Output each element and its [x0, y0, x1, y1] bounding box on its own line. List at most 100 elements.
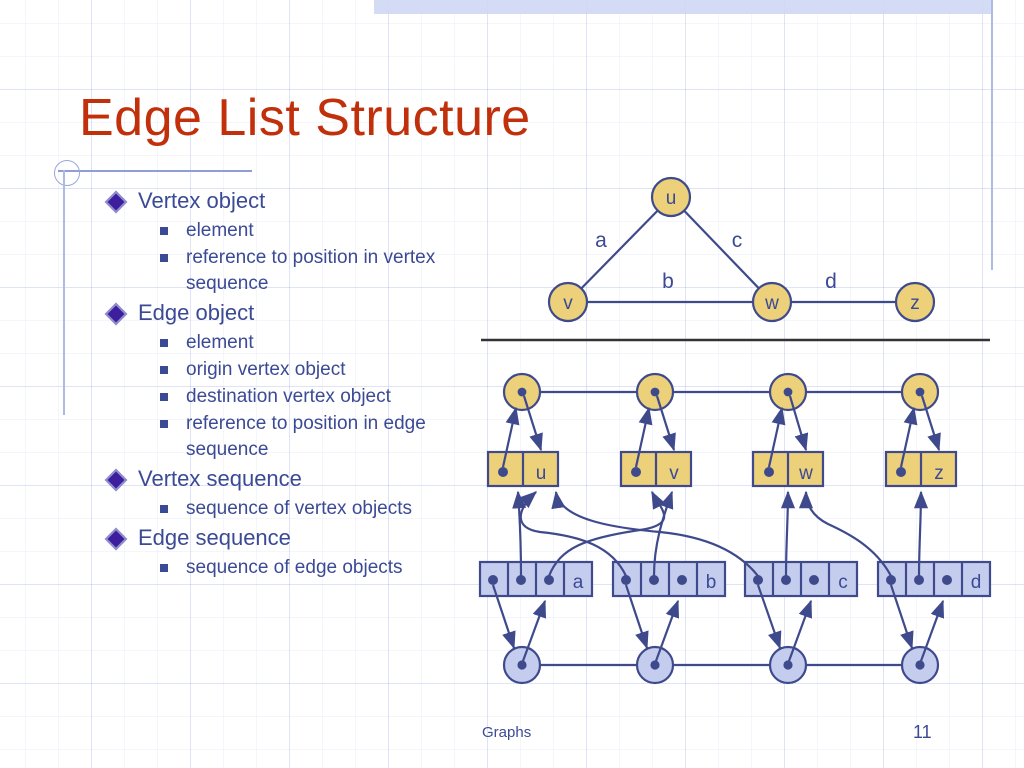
- bullet-level1: Vertex object: [100, 186, 500, 216]
- bullet-label: reference to position in edge sequence: [186, 413, 426, 460]
- bullet-label: Vertex object: [138, 188, 266, 213]
- edge-object-c-dot-2: [781, 575, 791, 585]
- bullet-label: element: [186, 220, 254, 241]
- vertex-seq-node-v: [635, 372, 675, 412]
- bullet-level2: sequence of vertex objects: [100, 496, 500, 522]
- edge-object-d: d: [876, 560, 992, 598]
- square-bullet-icon: [160, 254, 168, 262]
- square-bullet-icon: [160, 505, 168, 513]
- edge-object-c-dot-1: [753, 575, 763, 585]
- edge-seq-node-a: [502, 645, 542, 685]
- bullet-label: element: [186, 332, 254, 353]
- edge-object-c-label: c: [838, 572, 848, 593]
- graph-vertex-z: [894, 281, 936, 323]
- edge-object-d-dot-3: [942, 575, 952, 585]
- graph-edge-label-a: a: [595, 229, 607, 252]
- square-bullet-icon: [160, 339, 168, 347]
- bullet-level1: Edge object: [100, 298, 500, 328]
- top-decor-band: [374, 0, 992, 14]
- vertex-object-w-pointer-dot: [764, 467, 774, 477]
- square-bullet-icon: [160, 393, 168, 401]
- graph-edges: [567, 196, 915, 304]
- edge-object-b: b: [611, 560, 727, 598]
- bullet-level2: destination vertex object: [100, 384, 500, 410]
- graph-vertex-label-z: z: [910, 293, 920, 314]
- edge-object-b-label: b: [706, 572, 717, 593]
- edge-seq-node-d: [900, 645, 940, 685]
- square-bullet-icon: [160, 420, 168, 428]
- graph-edge-labels: a b c d: [595, 229, 837, 293]
- title-circle-decor: [54, 160, 80, 186]
- graph-vertex-u: [650, 176, 692, 218]
- vertex-seq-node-z: [900, 372, 940, 412]
- edge-object-b-dot-1: [621, 575, 631, 585]
- graph-edge-a: [567, 196, 672, 303]
- graph-edge-label-c: c: [732, 229, 743, 252]
- square-bullet-icon: [160, 564, 168, 572]
- graph-vertex-v: [547, 281, 589, 323]
- vertex-object-z-label: z: [934, 463, 944, 484]
- graph-edge-label-d: d: [825, 270, 837, 293]
- left-vertical-rule: [63, 170, 65, 415]
- bullet-label: Edge object: [138, 300, 255, 325]
- edge-object-a: a: [478, 560, 594, 598]
- edge-object-a-dot-2: [516, 575, 526, 585]
- vertex-object-v-label: v: [669, 463, 679, 484]
- edge-objects: a b c: [478, 560, 992, 598]
- bullet-level2: element: [100, 218, 500, 244]
- bullet-label: sequence of edge objects: [186, 557, 403, 578]
- edge-object-sequence-links: [491, 584, 945, 662]
- vertex-object-u-pointer-dot: [498, 467, 508, 477]
- edge-object-a-dot-1: [488, 575, 498, 585]
- edge-to-vertex-links: [512, 490, 929, 577]
- bullet-level2: element: [100, 330, 500, 356]
- vertex-seq-node-u: [502, 372, 542, 412]
- graph-edge-c: [670, 196, 773, 303]
- right-vertical-rule: [991, 0, 993, 270]
- vertex-object-sequence-links: [501, 395, 941, 468]
- vertex-object-v: v: [619, 450, 693, 488]
- edge-object-a-dot-3: [544, 575, 554, 585]
- edge-object-b-dot-2: [649, 575, 659, 585]
- vertex-object-u-label: u: [536, 463, 547, 484]
- footer-subject: Graphs: [482, 724, 532, 741]
- vertex-sequence: [502, 372, 940, 412]
- bullet-level2: origin vertex object: [100, 357, 500, 383]
- edge-seq-node-c: [768, 645, 808, 685]
- edge-seq-node-b: [635, 645, 675, 685]
- edge-sequence: [502, 645, 940, 685]
- bullet-label: reference to position in vertex sequence: [186, 247, 436, 294]
- vertex-object-z: z: [884, 450, 958, 488]
- bullet-label: destination vertex object: [186, 386, 391, 407]
- bullet-label: Vertex sequence: [138, 466, 302, 491]
- page-title: Edge List Structure: [79, 89, 531, 147]
- bullet-label: origin vertex object: [186, 359, 346, 380]
- bullet-level1: Edge sequence: [100, 523, 500, 553]
- vertex-objects: u v w z: [486, 450, 958, 488]
- edge-object-c-dot-3: [809, 575, 819, 585]
- bullet-level2: sequence of edge objects: [100, 555, 500, 581]
- bullet-level2: reference to position in edge sequence: [100, 411, 500, 463]
- bullet-label: Edge sequence: [138, 525, 291, 550]
- edge-object-d-dot-1: [886, 575, 896, 585]
- vertex-object-u: u: [486, 450, 560, 488]
- graph-vertex-label-w: w: [764, 293, 779, 314]
- square-bullet-icon: [160, 227, 168, 235]
- bullet-list: Vertex object element reference to positio…: [100, 186, 500, 582]
- edge-object-d-dot-2: [914, 575, 924, 585]
- vertex-object-v-pointer-dot: [631, 467, 641, 477]
- bullet-level2: reference to position in vertex sequence: [100, 245, 500, 297]
- edge-object-a-label: a: [573, 572, 584, 593]
- vertex-object-w-label: w: [798, 463, 813, 484]
- bullet-label: sequence of vertex objects: [186, 498, 413, 519]
- edge-object-b-dot-3: [677, 575, 687, 585]
- graph-edge-label-b: b: [662, 270, 674, 293]
- vertex-object-z-pointer-dot: [896, 467, 906, 477]
- vertex-seq-node-w: [768, 372, 808, 412]
- edge-object-c: c: [743, 560, 859, 598]
- edge-object-d-label: d: [971, 572, 982, 593]
- square-bullet-icon: [160, 366, 168, 374]
- title-underline: [58, 170, 252, 172]
- vertex-object-w: w: [751, 450, 825, 488]
